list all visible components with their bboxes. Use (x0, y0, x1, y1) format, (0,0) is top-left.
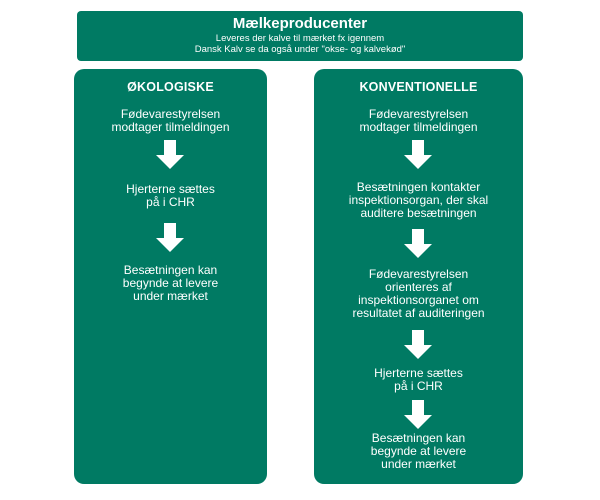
conventional-step-5: Besætningen kan begynde at levere under … (370, 431, 467, 471)
conventional-step-3: Fødevarestyrelsen orienteres af inspekti… (352, 267, 485, 320)
organic-step-3: Besætningen kan begynde at levere under … (122, 263, 219, 303)
down-arrow-icon (404, 229, 432, 258)
conventional-step-2: Besætningen kontakter inspektionsorgan, … (348, 180, 489, 220)
conventional-step-1: Fødevarestyrelsen modtager tilmeldingen (359, 107, 478, 134)
down-arrow-icon (404, 400, 432, 429)
diagram-title: Mælkeproducenter (232, 15, 368, 32)
down-arrow-icon (156, 140, 184, 169)
conventional-step-4: Hjerterne sættes på i CHR (374, 366, 463, 393)
header-subtitle-line2: Dansk Kalv se da også under "okse- og ka… (194, 44, 406, 55)
organic-step-1: Fødevarestyrelsen modtager tilmeldingen (111, 107, 230, 134)
organic-column: ØKOLOGISKE Fødevarestyrelsen modtager ti… (74, 69, 267, 484)
organic-step-2: Hjerterne sættes på i CHR (126, 182, 215, 209)
conventional-column-title: KONVENTIONELLE (359, 80, 478, 94)
header-subtitle-line1: Leveres der kalve til mærket fx igennem (215, 33, 385, 44)
down-arrow-icon (404, 140, 432, 169)
down-arrow-icon (404, 330, 432, 359)
header-box: Mælkeproducenter Leveres der kalve til m… (77, 11, 523, 61)
conventional-column: KONVENTIONELLE Fødevarestyrelsen modtage… (314, 69, 523, 484)
organic-column-title: ØKOLOGISKE (127, 80, 214, 94)
down-arrow-icon (156, 223, 184, 252)
